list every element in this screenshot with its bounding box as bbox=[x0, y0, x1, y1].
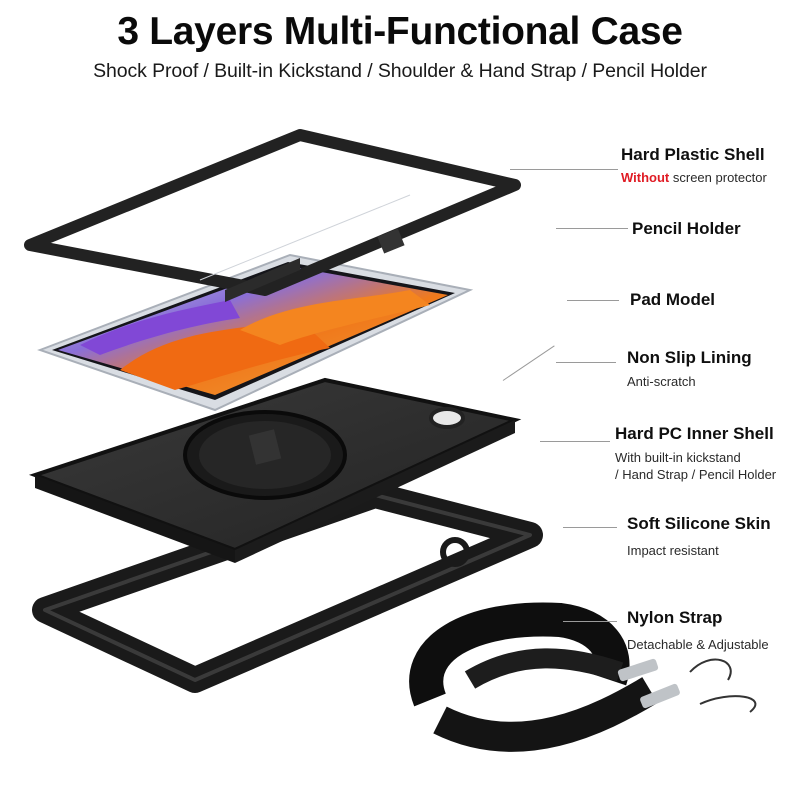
callout-subtitle: Impact resistant bbox=[627, 543, 719, 558]
callout-subtitle-line: With built-in kickstand bbox=[615, 450, 741, 465]
plastic-shell-layer bbox=[24, 129, 521, 302]
callout-pad-model: Pad Model bbox=[630, 290, 715, 310]
leader-line-non-slip-lining bbox=[556, 362, 616, 363]
callout-soft-silicone-skin: Soft Silicone Skin Impact resistant bbox=[627, 514, 771, 559]
callout-title: Hard Plastic Shell bbox=[621, 145, 765, 164]
leader-line-pencil-holder bbox=[556, 228, 628, 229]
nylon-strap bbox=[409, 602, 757, 752]
callout-subtitle-line: / Hand Strap / Pencil Holder bbox=[615, 467, 777, 482]
page-title: 3 Layers Multi-Functional Case bbox=[117, 10, 683, 53]
callout-title: Pencil Holder bbox=[632, 219, 741, 238]
page-subtitle: Shock Proof / Built-in Kickstand / Shoul… bbox=[93, 60, 707, 82]
callout-pencil-holder: Pencil Holder bbox=[632, 219, 741, 239]
callout-hard-pc-inner-shell: Hard PC Inner Shell With built-in kickst… bbox=[615, 424, 776, 483]
callout-title: Non Slip Lining bbox=[627, 348, 752, 367]
leader-line-nylon-strap bbox=[563, 621, 617, 622]
callout-subtitle: screen protector bbox=[672, 170, 767, 185]
callout-non-slip-lining: Non Slip Lining Anti-scratch bbox=[627, 348, 752, 390]
callout-subtitle: Anti-scratch bbox=[627, 374, 696, 389]
callout-subtitle: Detachable & Adjustable bbox=[627, 637, 769, 652]
leader-line-silicone-skin bbox=[563, 527, 617, 528]
leader-line-pad-model bbox=[567, 300, 619, 301]
inner-shell-layer bbox=[28, 377, 522, 563]
leader-line-inner-shell bbox=[540, 441, 610, 442]
leader-line-hard-plastic-shell bbox=[510, 169, 618, 170]
callout-title: Pad Model bbox=[630, 290, 716, 309]
callout-nylon-strap: Nylon Strap Detachable & Adjustable bbox=[627, 608, 769, 653]
callout-accent: Without bbox=[621, 170, 670, 185]
tablet-layer bbox=[37, 253, 474, 412]
callout-title: Nylon Strap bbox=[627, 608, 723, 627]
callout-title: Soft Silicone Skin bbox=[627, 514, 771, 533]
callout-hard-plastic-shell: Hard Plastic Shell Without screen protec… bbox=[621, 145, 767, 186]
callout-title: Hard PC Inner Shell bbox=[615, 424, 774, 443]
